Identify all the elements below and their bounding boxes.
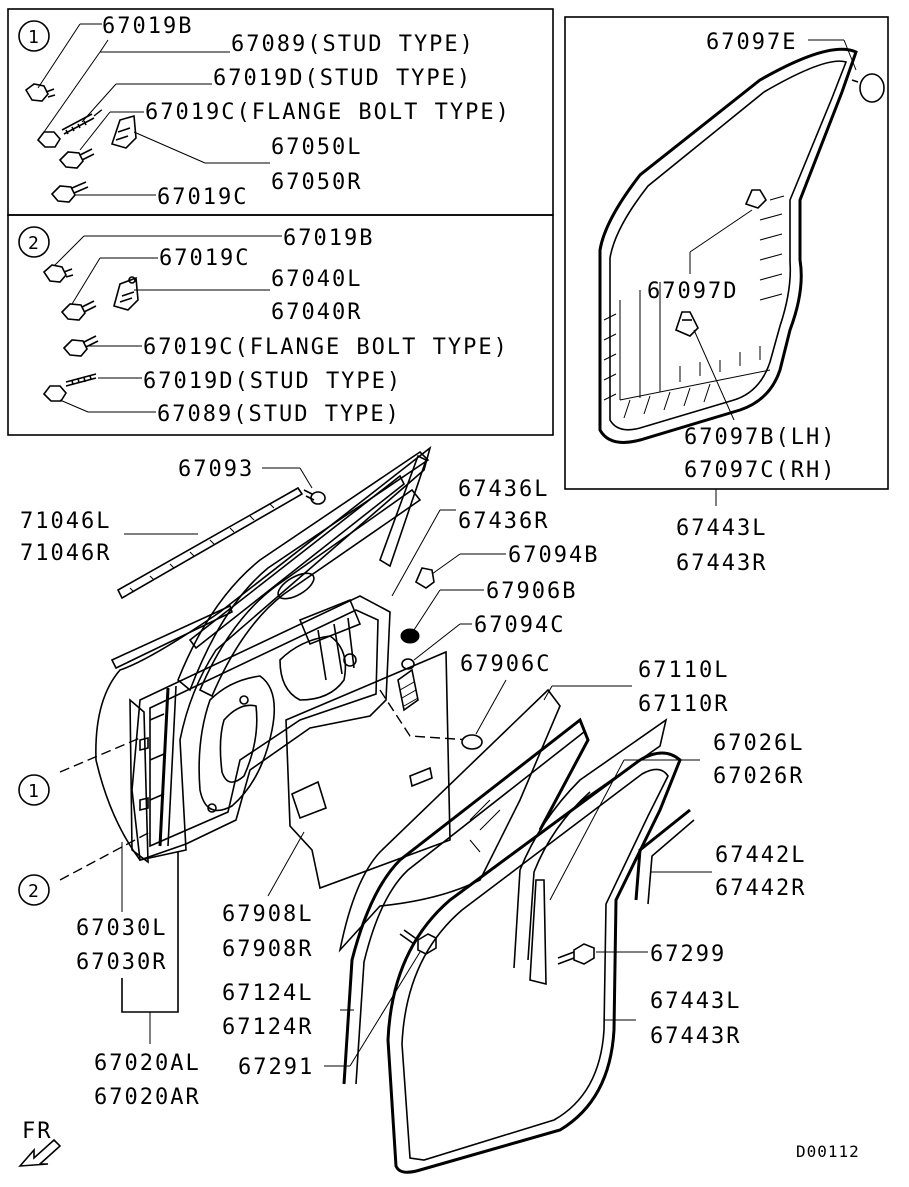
stud-67089-icon: [36, 131, 61, 148]
flange-bolt-67019c-icon: [58, 148, 95, 169]
label-67097d: 67097D: [647, 279, 738, 304]
bolt-67019b-icon: [24, 83, 56, 102]
label-67097b-lh: 67097B(LH): [684, 425, 836, 450]
bolt-67291-icon: [399, 929, 437, 955]
label-67299: 67299: [650, 942, 726, 967]
inset-1: 1: [18, 14, 511, 210]
label-67019d-stud: 67019D(STUD TYPE): [213, 66, 472, 91]
callout-marker-1-text: 1: [28, 27, 39, 48]
weatherstrip-67442: [634, 808, 695, 905]
label-67089-stud: 67089(STUD TYPE): [157, 402, 401, 427]
bolt-67019c-lower-icon: [50, 181, 89, 203]
door-weatherstrip-outline: [598, 47, 858, 444]
label-67019b: 67019B: [283, 226, 374, 251]
label-67443l-inset: 67443L: [676, 516, 767, 541]
label-67443l-main: 67443L: [650, 989, 741, 1014]
label-67094c: 67094C: [474, 613, 565, 638]
label-67906c: 67906C: [460, 652, 551, 677]
glass-run-channel-67124: [342, 717, 590, 1085]
bolt-67299-icon: [557, 943, 595, 965]
glass-run-67026: [513, 718, 668, 986]
nut-67906b-icon: [400, 628, 420, 644]
door-weatherstrip-67443: [386, 751, 682, 1174]
clip-67097b-icon: [675, 311, 699, 337]
label-71046r: 71046R: [20, 541, 111, 566]
label-67097e: 67097E: [706, 30, 797, 55]
label-67436r: 67436R: [458, 509, 549, 534]
stud-67089-icon: [42, 385, 67, 402]
label-67442r: 67442R: [715, 876, 806, 901]
clip-67094b-icon: [414, 567, 435, 589]
label-67026r: 67026R: [713, 764, 804, 789]
drawing-code: D00112: [796, 1142, 860, 1161]
label-67443r-inset: 67443R: [676, 551, 767, 576]
striker-67050-icon: [110, 114, 137, 149]
label-67442l: 67442L: [715, 843, 806, 868]
label-67110r: 67110R: [638, 692, 729, 717]
label-67019c-flange: 67019C(FLANGE BOLT TYPE): [145, 100, 511, 125]
front-direction-arrow-icon: [18, 1138, 62, 1167]
inset-3-frame: [564, 16, 889, 490]
label-67019d-stud: 67019D(STUD TYPE): [143, 369, 402, 394]
label-67026l: 67026L: [713, 731, 804, 756]
door-sealing-screen-67908: [285, 650, 471, 890]
bolt-67019b-icon: [42, 264, 74, 283]
flange-bolt-67019c-icon: [62, 335, 99, 357]
label-67291: 67291: [238, 1055, 314, 1080]
label-67050r: 67050R: [271, 170, 362, 195]
label-67019c: 67019C: [159, 246, 250, 271]
label-67097c-rh: 67097C(RH): [684, 458, 836, 483]
door-edge-panel: [129, 698, 149, 864]
label-67093: 67093: [178, 457, 254, 482]
label-67030l: 67030L: [76, 916, 167, 941]
callout-marker-1-main-text: 1: [28, 781, 39, 802]
label-67019b: 67019B: [102, 14, 193, 39]
label-67050l: 67050L: [271, 135, 362, 160]
label-67110l: 67110L: [638, 658, 729, 683]
callout-marker-1: [18, 20, 50, 52]
hinge-67040-icon: [113, 276, 139, 311]
bolt-67019c-icon: [60, 300, 97, 321]
label-71046l: 71046L: [20, 509, 111, 534]
callout-marker-2: [18, 226, 50, 258]
label-67019c-flange: 67019C(FLANGE BOLT TYPE): [143, 335, 509, 360]
label-67030r: 67030R: [76, 950, 167, 975]
callout-marker-2-main-text: 2: [28, 881, 39, 902]
label-67124l: 67124L: [222, 981, 313, 1006]
seal-67906c-icon: [461, 734, 483, 750]
clip-67097d-icon: [744, 189, 768, 209]
door-window-frame: [177, 450, 430, 698]
label-67020al: 67020AL: [94, 1051, 201, 1076]
screw-67093-icon: [303, 489, 326, 505]
inset-3: 67097E 67097D 67097B(LH) 67097C(RH): [598, 30, 885, 483]
label-67094b: 67094B: [508, 543, 599, 568]
callout-marker-2-main: [18, 874, 50, 906]
label-67019c: 67019C: [157, 185, 248, 210]
clip-67097e-icon: [851, 73, 885, 103]
label-67908r: 67908R: [222, 937, 313, 962]
stud-67019d-icon: [65, 373, 97, 387]
label-67436l: 67436L: [458, 477, 549, 502]
label-67040l: 67040L: [271, 267, 362, 292]
label-67908l: 67908L: [222, 902, 313, 927]
callout-line-1: [59, 737, 141, 773]
inset-2: 2: [18, 226, 509, 427]
callout-line-2: [59, 831, 151, 881]
label-67040r: 67040R: [271, 300, 362, 325]
callout-marker-2-text: 2: [28, 233, 39, 254]
belt-molding-71046: [116, 486, 304, 600]
label-67124r: 67124R: [222, 1015, 313, 1040]
inset-2-frame: [7, 214, 554, 436]
door-inner-panel: [131, 595, 391, 862]
label-67906b: 67906B: [486, 579, 577, 604]
label-67020ar: 67020AR: [94, 1085, 201, 1110]
callout-marker-1-main: [18, 774, 50, 806]
direction-label: FR: [22, 1119, 53, 1144]
label-67089-stud: 67089(STUD TYPE): [231, 32, 475, 57]
label-67443r-main: 67443R: [650, 1024, 741, 1049]
